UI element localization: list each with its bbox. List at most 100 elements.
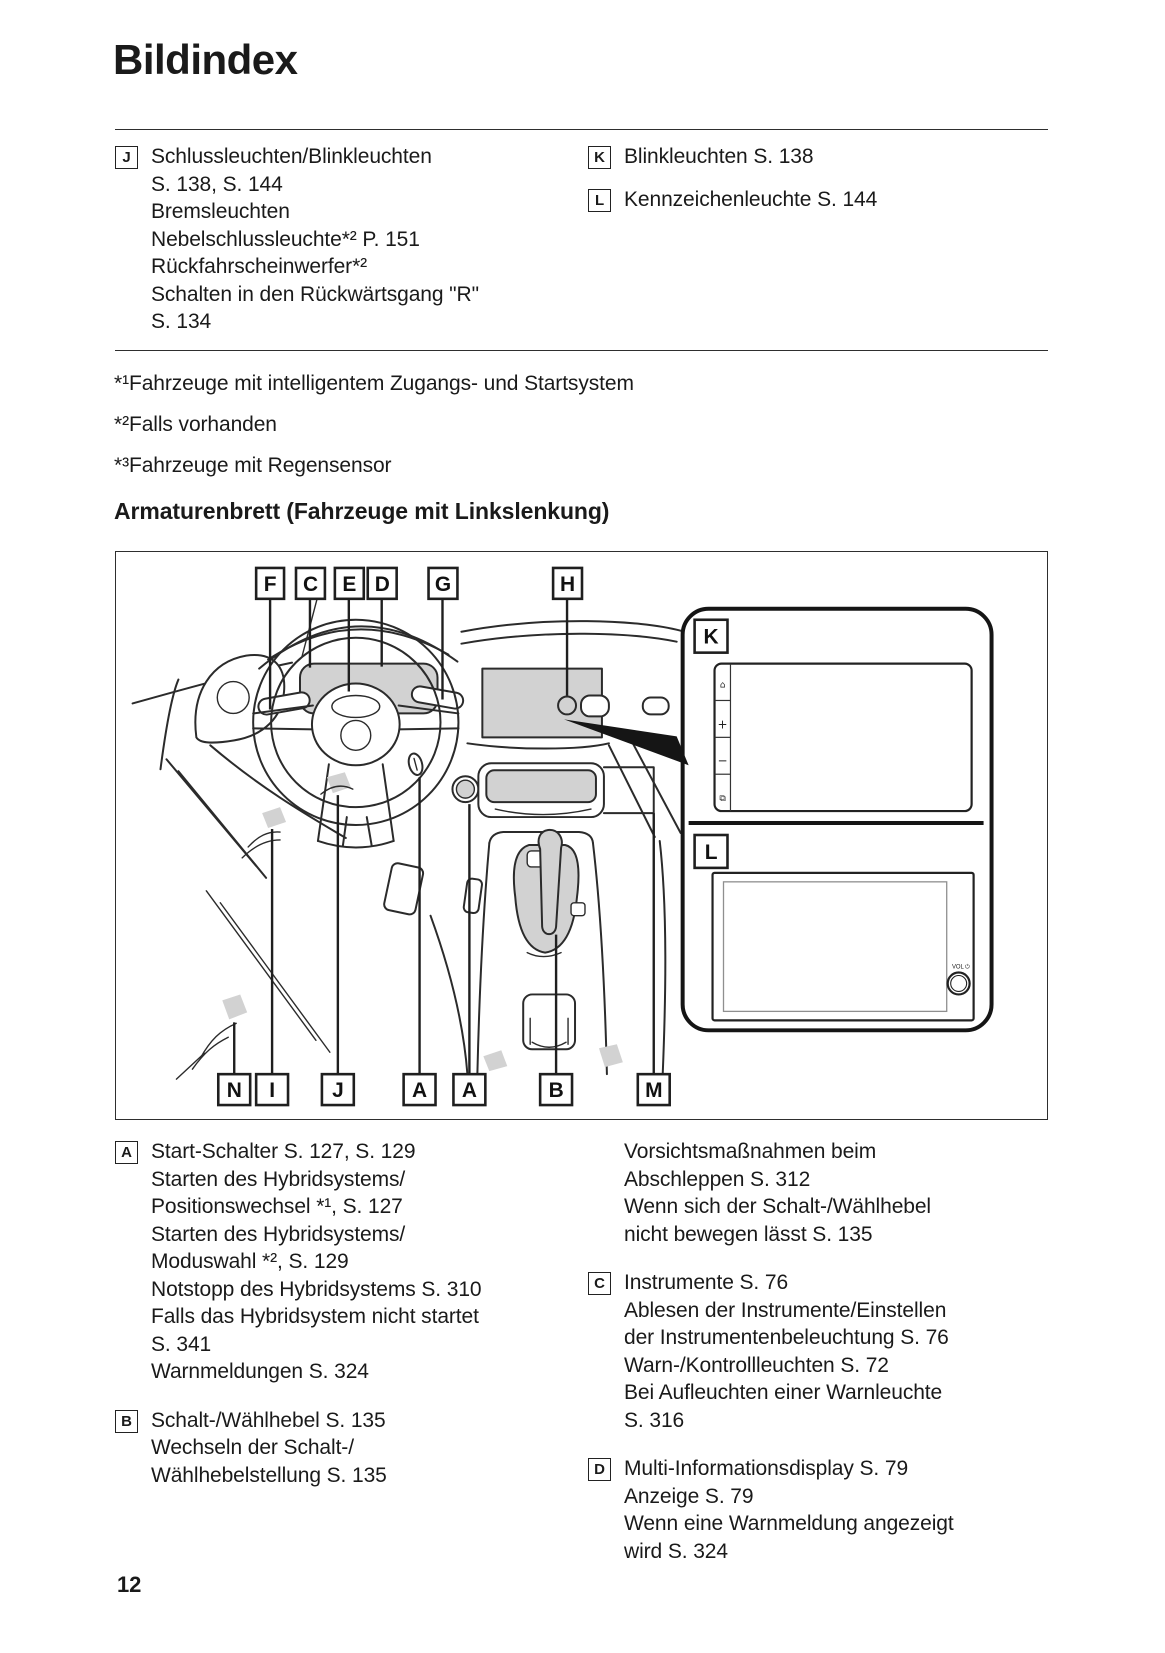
index-line: Starten des Hybridsystems/: [151, 1167, 406, 1191]
callout-leader-lines: [233, 598, 655, 1075]
callout-ref-L: L: [588, 188, 611, 212]
console-tray: [522, 993, 577, 1051]
index-line: Wenn sich der Schalt-/Wählhebel: [624, 1195, 931, 1218]
callout-labels-top: F C E D G H: [254, 566, 584, 601]
footnote-2: *²Falls vorhanden: [114, 413, 277, 436]
index-line: Wählhebelstellung S. 135: [151, 1463, 387, 1487]
callout-ref-C: C: [588, 1272, 611, 1295]
callout-D: D: [375, 573, 390, 596]
section-heading: Armaturenbrett (Fahrzeuge mit Linkslenku…: [114, 498, 610, 524]
index-entry-D: D Multi-Informationsdisplay S. 79 Anzeig…: [588, 1455, 1050, 1565]
index-line: der Instrumentenbeleuchtung S. 76: [624, 1326, 949, 1349]
index-entry-A: A Start-Schalter S. 127, S. 129 Starten …: [115, 1138, 583, 1386]
steering-column: [316, 763, 395, 849]
door-panel: [165, 654, 286, 879]
index-line: Blinkleuchten S. 138: [624, 145, 814, 168]
start-button: [451, 775, 480, 804]
inset-label-k: K: [704, 626, 719, 649]
index-entry-B-continued-lines: Vorsichtsmaßnahmen beim Abschleppen S. 3…: [624, 1138, 931, 1248]
callout-I: I: [269, 1079, 275, 1102]
zoom-in-icon: +: [718, 717, 728, 731]
pillar-base-line: [159, 678, 180, 771]
index-line: wird S. 324: [624, 1539, 728, 1563]
divider-top: [115, 129, 1048, 130]
lower-panel-switch: [175, 994, 248, 1080]
inset-display-k: K ⌂ + − ⧉: [693, 618, 973, 813]
index-entry-B-lines: Schalt-/Wählhebel S. 135 Wechseln der Sc…: [151, 1407, 387, 1490]
index-line: Wechseln der Schalt-/: [151, 1436, 354, 1459]
index-entry-J-lines: Schlussleuchten/Blinkleuchten S. 138, S.…: [151, 143, 479, 336]
dashboard-art: [131, 581, 682, 1080]
callout-ref-J: J: [115, 146, 138, 169]
index-line: Abschleppen S. 312: [624, 1167, 811, 1191]
page-title: Bildindex: [113, 36, 298, 83]
index-entry-B: B Schalt-/Wählhebel S. 135 Wechseln der …: [115, 1407, 583, 1490]
callout-ref-K: K: [588, 146, 611, 169]
dash-line-under-display: [466, 742, 610, 750]
index-entry-C: C Instrumente S. 76 Ablesen der Instrume…: [588, 1269, 1050, 1434]
zoom-out-icon: −: [718, 753, 728, 767]
callout-A1: A: [412, 1079, 427, 1102]
divider-mid: [115, 350, 1048, 351]
callout-ref-B: B: [115, 1409, 138, 1433]
footnote-3: *³Fahrzeuge mit Regensensor: [114, 454, 392, 477]
callout-ref-A: A: [115, 1141, 138, 1164]
index-line: S. 138, S. 144: [151, 172, 283, 196]
index-column-left: A Start-Schalter S. 127, S. 129 Starten …: [115, 1138, 583, 1510]
index-line: Schalten in den Rückwärtsgang "R": [151, 282, 479, 306]
release-lever: [320, 772, 354, 795]
callout-E: E: [342, 573, 356, 596]
footwell-line: [205, 890, 317, 1041]
dash-right-line: [607, 744, 656, 838]
index-line: Moduswahl *², S. 129: [151, 1250, 349, 1273]
index-line: Nebelschlussleuchte*² P. 151: [151, 227, 420, 251]
page-number: 12: [117, 1572, 142, 1597]
index-line: S. 316: [624, 1408, 685, 1432]
dashboard-figure: K ⌂ + − ⧉ L: [115, 551, 1048, 1120]
callout-C: C: [303, 573, 318, 596]
index-entry-A-lines: Start-Schalter S. 127, S. 129 Starten de…: [151, 1138, 482, 1386]
dash-right-line: [631, 742, 682, 835]
dash-top-line: [460, 632, 678, 645]
callout-ref-D: D: [588, 1458, 611, 1481]
index-line: S. 134: [151, 310, 212, 333]
index-line: Warn-/Kontrollleuchten S. 72: [624, 1353, 889, 1377]
callout-H: H: [560, 573, 575, 596]
index-line: Starten des Hybridsystems/: [151, 1222, 406, 1246]
index-line: Anzeige S. 79: [624, 1484, 754, 1508]
footwell-right-line: [429, 914, 469, 1076]
index-line: Warnmeldungen S. 324: [151, 1360, 369, 1383]
footnotes: *¹Fahrzeuge mit intelligentem Zugangs- u…: [114, 370, 634, 493]
index-entry-B-continued: Vorsichtsmaßnahmen beim Abschleppen S. 3…: [588, 1138, 1050, 1248]
index-entry-L: L Kennzeichenleuchte S. 144: [588, 186, 1048, 214]
pedals: [383, 862, 483, 916]
index-line: Instrumente S. 76: [624, 1271, 789, 1294]
callout-A2: A: [462, 1079, 477, 1102]
volume-label: VOL ⏻: [952, 964, 970, 971]
index-line: Notstopp des Hybridsystems S. 310: [151, 1277, 482, 1301]
callout-labels-bottom: N I J A A B M: [216, 1072, 671, 1107]
index-line: Positionswechsel *¹, S. 127: [151, 1195, 403, 1218]
hazard-button: [557, 694, 670, 718]
index-line: nicht bewegen lässt S. 135: [624, 1222, 873, 1246]
callout-M: M: [645, 1079, 662, 1102]
callout-B: B: [549, 1079, 564, 1102]
dash-top-line: [460, 620, 682, 633]
callout-F: F: [264, 573, 277, 596]
index-column-top-right: K Blinkleuchten S. 138 L Kennzeichenleuc…: [588, 143, 1048, 234]
inset-label-l: L: [705, 841, 718, 864]
index-line: Schalt-/Wählhebel S. 135: [151, 1408, 386, 1432]
index-entry-K: K Blinkleuchten S. 138: [588, 143, 1048, 171]
callout-G: G: [435, 573, 451, 596]
callout-ref-spacer: [588, 1141, 611, 1164]
pointer-arrow: [564, 719, 689, 766]
shifter-console: [476, 829, 623, 1076]
index-entry-D-lines: Multi-Informationsdisplay S. 79 Anzeige …: [624, 1455, 954, 1565]
index-line: Start-Schalter S. 127, S. 129: [151, 1140, 416, 1163]
tunnel-right-line: [658, 839, 667, 1076]
dash-underside-line: [209, 744, 347, 839]
index-line: Schlussleuchten/Blinkleuchten: [151, 145, 432, 168]
footwell-line: [219, 902, 331, 1053]
shift-lever: [537, 829, 563, 936]
